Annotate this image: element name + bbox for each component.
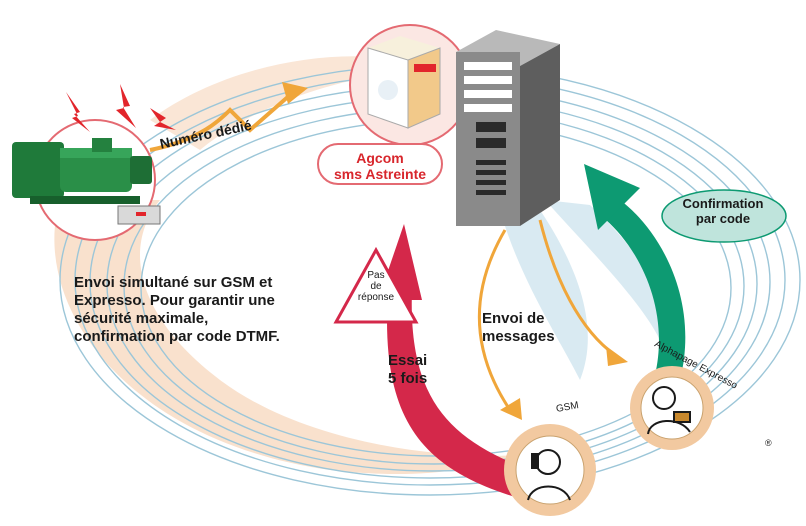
orange-arrow-numero	[149, 93, 292, 152]
agcom-pill	[317, 143, 443, 185]
essai-line: 5 fois	[388, 370, 428, 387]
confirmation-line: par code	[695, 211, 751, 226]
envoi-messages-line: messages	[482, 328, 555, 345]
essai-line: Essai	[388, 352, 428, 369]
confirmation-label: Confirmation par code	[663, 196, 783, 226]
confirmation-ellipse	[661, 189, 787, 243]
envoi-simultane-text: Envoi simultané sur GSM et Expresso. Pou…	[74, 274, 280, 346]
pas-de-reponse-line: réponse	[357, 292, 395, 303]
registered-mark: ®	[765, 438, 772, 448]
server-tower-icon	[456, 30, 560, 226]
essai-label: Essai 5 fois	[388, 352, 427, 388]
orange-arrow-gsm	[477, 229, 512, 411]
alarm-lightning-icon	[66, 84, 176, 132]
agcom-line-1: Agcom	[356, 150, 404, 166]
orange-arrow-pager	[538, 219, 616, 357]
orange-arrow-gsm-head	[500, 398, 522, 420]
confirmation-line: Confirmation	[682, 196, 764, 211]
software-box-icon	[367, 36, 441, 129]
envoi-messages-label: Envoi de messages	[482, 310, 555, 346]
envoi-simultane-line: sécurité maximale,	[74, 310, 209, 327]
envoi-simultane-line: Expresso. Pour garantir une	[74, 292, 275, 309]
agcom-label: Agcom sms Astreinte	[310, 150, 450, 182]
person-phone-icon	[527, 449, 571, 501]
green-arrow-confirmation-head	[584, 164, 640, 230]
person-pager-icon	[647, 386, 691, 435]
signal-beam-gsm	[500, 210, 588, 380]
peach-background-swirl	[54, 200, 520, 475]
pas-de-reponse-line: de	[370, 281, 382, 292]
envoi-simultane-line: confirmation par code DTMF.	[74, 328, 280, 345]
envoi-messages-line: Envoi de	[482, 310, 545, 327]
orange-arrow-pager-head	[606, 346, 628, 366]
envoi-simultane-line: Envoi simultané sur GSM et	[74, 274, 273, 291]
agcom-line-2: sms Astreinte	[333, 166, 427, 182]
pas-de-reponse-label: Pas de réponse	[346, 270, 406, 303]
pump-icon	[12, 138, 161, 225]
signal-beam-pager	[545, 200, 662, 340]
pas-de-reponse-line: Pas	[367, 270, 385, 281]
green-arrow-confirmation	[606, 200, 686, 380]
pas-de-reponse-triangle	[333, 246, 419, 324]
orange-arrow-numero-head	[282, 82, 308, 104]
